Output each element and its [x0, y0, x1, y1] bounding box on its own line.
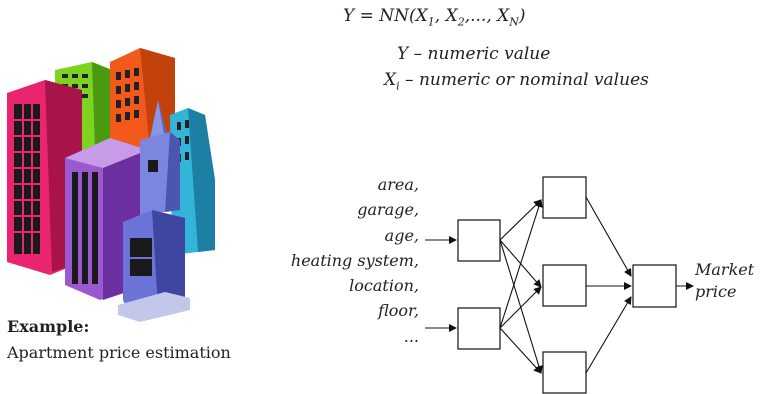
input-feature: heating system, — [290, 250, 419, 270]
network-nodes — [457, 176, 677, 394]
input-feature: area, — [377, 175, 419, 194]
output-node — [632, 264, 677, 308]
output-label: Market price — [695, 260, 755, 301]
legend-xi: Xi – numeric or nominal values — [384, 70, 649, 93]
example-text: Apartment price estimation — [7, 343, 231, 362]
hidden-node-2 — [542, 264, 587, 307]
input-features-list: area, garage, age, heating system, locat… — [291, 172, 419, 349]
legend-y: Y – numeric value — [397, 44, 551, 64]
hidden-node-1 — [542, 176, 587, 219]
input-feature: age, — [384, 225, 419, 245]
example-title: Example: — [7, 317, 90, 336]
input-feature: floor, — [378, 301, 419, 321]
input-node-1 — [457, 219, 501, 262]
nn-formula: Y = NN(X1, X2,..., XN) — [343, 6, 526, 29]
network-arrows — [425, 196, 694, 374]
input-feature: ... — [403, 326, 419, 346]
input-feature: garage, — [357, 200, 419, 220]
buildings-illustration — [7, 48, 215, 322]
input-node-2 — [457, 307, 501, 350]
hidden-node-3 — [542, 351, 587, 394]
input-feature: location, — [349, 276, 419, 296]
